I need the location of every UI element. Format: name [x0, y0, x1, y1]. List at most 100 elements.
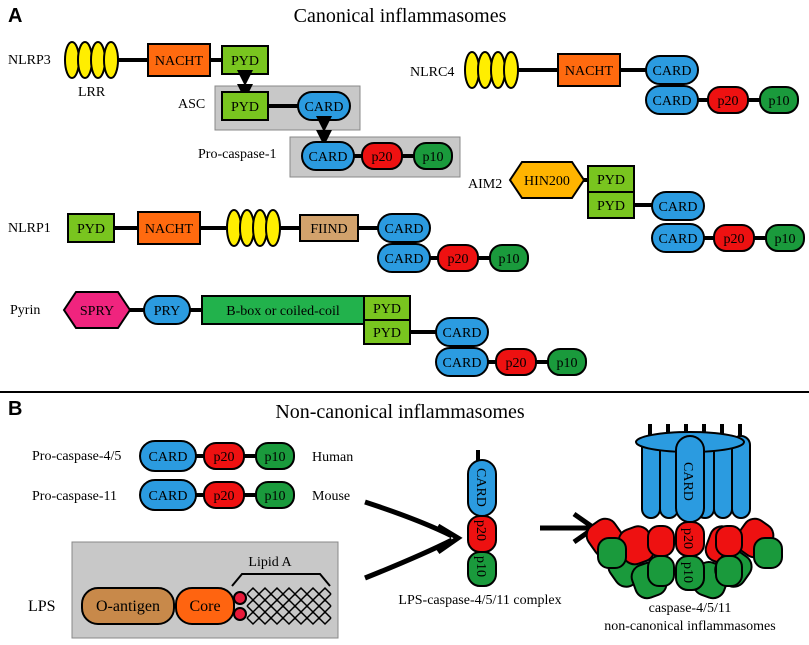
nlrp3-nacht-domain: NACHT	[147, 43, 211, 77]
asc-label: ASC	[178, 97, 205, 112]
svg-text:p10: p10	[775, 232, 796, 247]
aim2-pyd-domain: PYD	[587, 165, 635, 193]
result-label-line1: caspase-4/5/11	[649, 601, 732, 616]
nlrp1-fiind-domain: FIIND	[299, 214, 359, 242]
asc-card-domain: CARD	[297, 91, 351, 121]
svg-text:PYD: PYD	[597, 173, 625, 188]
human-label: Human	[312, 450, 353, 465]
svg-text:FIIND: FIIND	[310, 222, 347, 237]
svg-text:CARD: CARD	[653, 64, 692, 79]
nlrp3-label: NLRP3	[8, 53, 51, 68]
nlrp1-caspase-card-domain: CARD	[377, 243, 431, 273]
pyrin-p20-domain: p20	[495, 348, 537, 376]
ring-card-stalk	[731, 435, 751, 519]
ring-card-label: CARD	[680, 462, 695, 501]
complex-card-domain: CARD	[467, 459, 497, 517]
core-unit: Core	[175, 587, 235, 625]
procaspase11-card-domain: CARD	[139, 479, 197, 511]
nlrc4-lrr-repeats	[464, 51, 519, 89]
procaspase45-p20-domain: p20	[203, 442, 245, 470]
aim2-p10-domain: p10	[765, 224, 805, 252]
ring-p20-label: p20	[680, 528, 695, 549]
svg-text:HIN200: HIN200	[524, 174, 570, 189]
svg-text:PYD: PYD	[231, 100, 259, 115]
pyrin-bbox-domain: B-box or coiled-coil	[201, 295, 365, 325]
aim2-hin200-domain: HIN200	[508, 161, 586, 199]
svg-text:p10: p10	[265, 489, 286, 504]
nlrp1-card-domain: CARD	[377, 213, 431, 243]
nlrc4-card-domain: CARD	[645, 55, 699, 85]
merge-arrow	[364, 499, 463, 581]
panel-b-title: Non-canonical inflammasomes	[275, 401, 525, 423]
lrr-label: LRR	[78, 85, 106, 100]
svg-text:CARD: CARD	[149, 450, 188, 465]
svg-text:CARD: CARD	[659, 232, 698, 247]
aim2-caspase-card-domain: CARD	[651, 223, 705, 253]
svg-text:O-antigen: O-antigen	[96, 598, 160, 615]
svg-text:CARD: CARD	[653, 94, 692, 109]
pyrin-pry-domain: PRY	[143, 295, 191, 325]
oantigen-unit: O-antigen	[81, 587, 175, 625]
nlrp1-label: NLRP1	[8, 221, 51, 236]
svg-text:p20: p20	[724, 232, 745, 247]
pyrin-label: Pyrin	[10, 303, 40, 318]
complex-p20-domain: p20	[467, 515, 497, 553]
ring-front-p10	[675, 555, 705, 591]
procaspase1-p20-domain: p20	[361, 142, 403, 170]
svg-text:p20: p20	[372, 150, 393, 165]
result-label-line2: non-canonical inflammasomes	[604, 619, 775, 634]
panel-a-title: Canonical inflammasomes	[294, 5, 507, 27]
svg-text:p20: p20	[473, 520, 488, 541]
nlrp1-nacht-domain: NACHT	[137, 211, 201, 245]
svg-text:CARD: CARD	[659, 200, 698, 215]
procaspase11-label: Pro-caspase-11	[32, 489, 117, 504]
svg-text:PYD: PYD	[373, 302, 401, 317]
procaspase11-p20-domain: p20	[203, 481, 245, 509]
svg-text:PYD: PYD	[597, 199, 625, 214]
pyrin-spry-domain: SPRY	[62, 291, 132, 329]
mouse-label: Mouse	[312, 489, 350, 504]
nlrc4-nacht-domain: NACHT	[557, 53, 621, 87]
lipid-a-chains	[246, 586, 332, 626]
svg-text:p10: p10	[499, 252, 520, 267]
svg-text:PYD: PYD	[373, 326, 401, 341]
svg-text:PRY: PRY	[154, 304, 180, 319]
nlrp3-lrr-repeats	[64, 41, 119, 79]
ring-p10-petal	[753, 537, 783, 569]
lps-label: LPS	[28, 598, 56, 615]
procaspase1-card-domain: CARD	[301, 141, 355, 171]
svg-text:Core: Core	[189, 598, 220, 615]
pyrin-caspase-card-domain: CARD	[435, 347, 489, 377]
procaspase11-p10-domain: p10	[255, 481, 295, 509]
svg-text:p10: p10	[265, 450, 286, 465]
pyrin-asc-card-domain: CARD	[435, 317, 489, 347]
svg-text:B-box or coiled-coil: B-box or coiled-coil	[226, 304, 340, 319]
pyrin-pyd-domain: PYD	[363, 295, 411, 321]
pyrin-asc-pyd-domain: PYD	[363, 319, 411, 345]
panel-a-letter: A	[8, 5, 22, 27]
ring-p20-inner	[715, 525, 743, 557]
procaspase45-card-domain: CARD	[139, 440, 197, 472]
complex-p10-domain: p10	[467, 551, 497, 587]
svg-text:p10: p10	[473, 556, 488, 577]
procaspase45-label: Pro-caspase-4/5	[32, 449, 121, 464]
asc-pyd-domain: PYD	[221, 91, 269, 121]
nlrc4-p10-domain: p10	[759, 86, 799, 114]
svg-text:CARD: CARD	[309, 150, 348, 165]
svg-text:p20: p20	[448, 252, 469, 267]
svg-text:CARD: CARD	[149, 489, 188, 504]
svg-text:p10: p10	[769, 94, 790, 109]
svg-text:p10: p10	[557, 356, 578, 371]
svg-text:CARD: CARD	[385, 222, 424, 237]
ring-p10-inner	[647, 555, 675, 587]
aim2-p20-domain: p20	[713, 224, 755, 252]
nlrp1-lrr-repeats	[226, 209, 281, 247]
aim2-label: AIM2	[468, 177, 502, 192]
ring-p10-petal	[597, 537, 627, 569]
pyrin-p10-domain: p10	[547, 348, 587, 376]
ring-p10-inner	[715, 555, 743, 587]
svg-text:CARD: CARD	[305, 100, 344, 115]
svg-text:p20: p20	[506, 356, 527, 371]
